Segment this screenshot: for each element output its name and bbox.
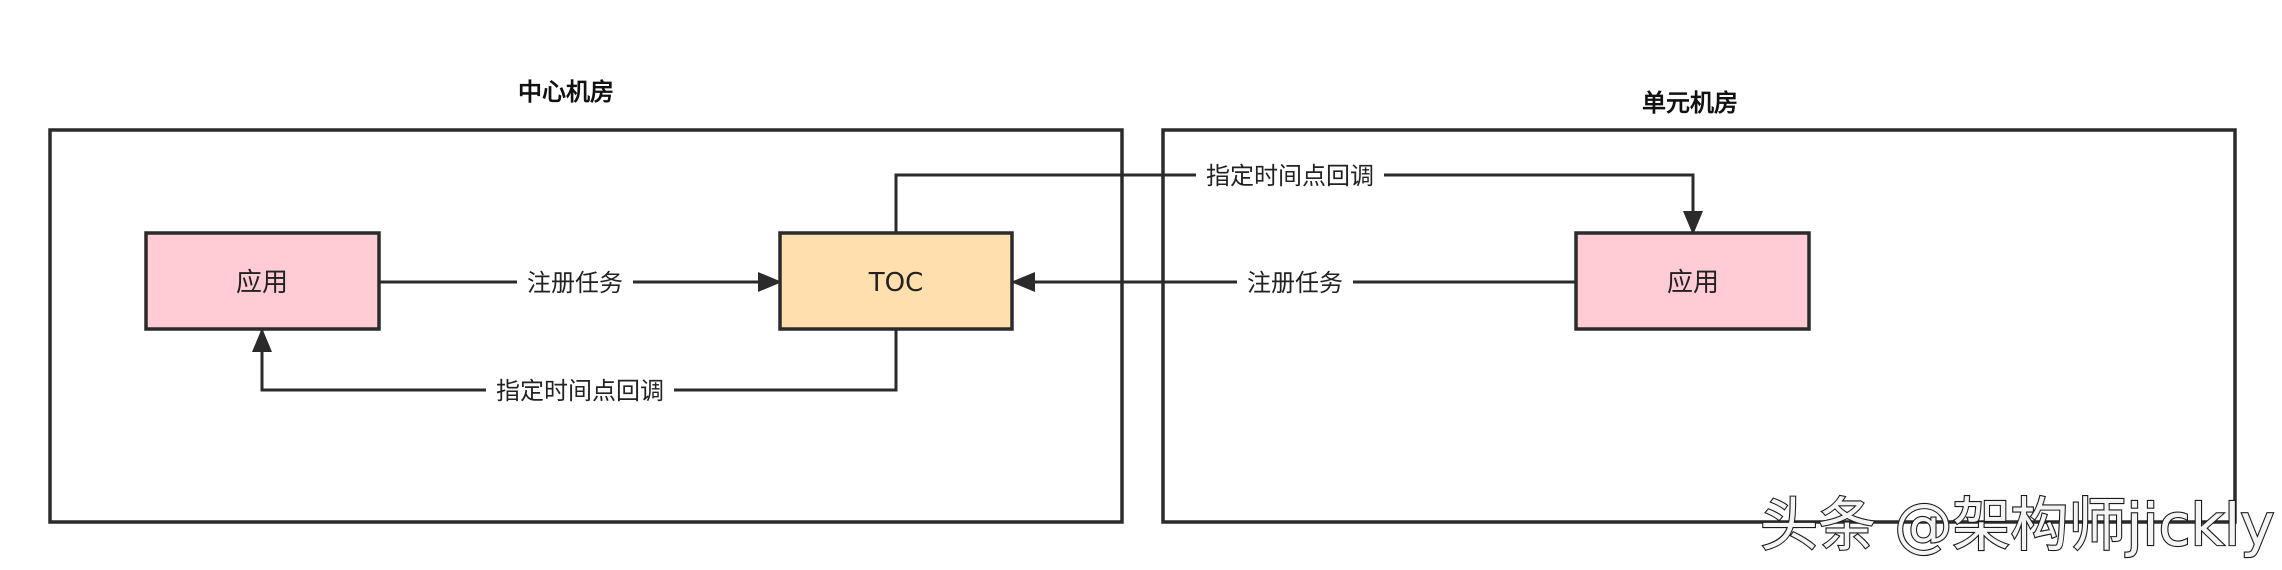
center-callback-label: 指定时间点回调 — [496, 377, 664, 405]
center-app-box — [144, 231, 381, 331]
unit-callback-label: 指定时间点回调 — [1206, 162, 1374, 190]
center-callback-label-bg — [486, 374, 674, 406]
toc-label: TOC — [868, 268, 924, 298]
unit-zone-title: 单元机房 — [1642, 89, 1738, 117]
center-app-node[interactable]: 应用 — [144, 231, 381, 331]
center-register-label-bg — [517, 266, 633, 298]
unit-register-label: 注册任务 — [1247, 269, 1343, 297]
toc-node[interactable]: TOC — [778, 231, 1014, 331]
unit-app-node[interactable]: 应用 — [1574, 231, 1811, 331]
center-zone-title: 中心机房 — [518, 78, 614, 106]
center-register-label: 注册任务 — [527, 269, 623, 297]
unit-app-box — [1574, 231, 1811, 331]
toc-box — [778, 231, 1014, 331]
center-app-label: 应用 — [236, 268, 288, 298]
unit-register-label-bg — [1237, 266, 1353, 298]
watermark-text: 头条 @架构师jickly — [1760, 491, 2275, 559]
center-zone-container — [48, 128, 1124, 524]
unit-app-label: 应用 — [1667, 268, 1719, 298]
unit-zone-container — [1161, 128, 2237, 524]
unit-callback-label-bg — [1196, 159, 1384, 191]
